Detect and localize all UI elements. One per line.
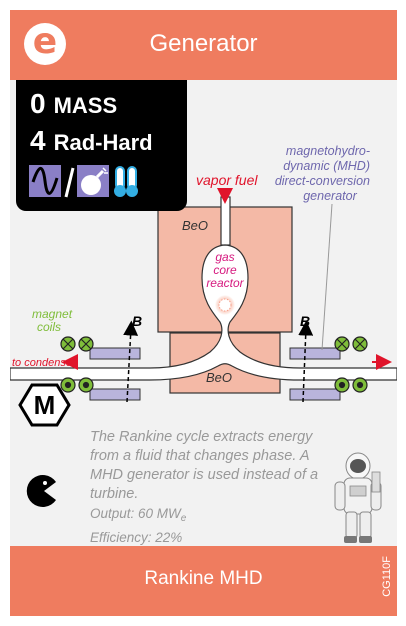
magnetic-field-arrow-right [298,320,314,403]
to-condenser-label: to condenser [12,357,77,369]
mhd-label-line4: generator [303,189,357,203]
pacman-eye [43,481,47,485]
mass-value: 0 [30,88,46,119]
magnet-coils-right-bottom [334,377,368,393]
mhd-label-line2: dynamic (MHD) [283,159,370,173]
beo-bottom-label: BeO [206,370,232,385]
magnetic-field-arrow-left [123,320,139,403]
mhd-coil-right-bottom [289,388,341,401]
thermometer-icon [114,166,138,197]
pacman-icon [26,475,56,507]
stats-box: 0 MASS 4 Rad-Hard [16,80,187,211]
mhd-coil-left-top [89,347,141,360]
card: e Generator [10,10,397,616]
beo-top-label: BeO [182,218,208,233]
mhd-leader-line [321,203,333,351]
field-label-right: B [300,313,310,329]
mhd-coil-right-top [289,347,341,360]
card-header: e Generator [10,10,397,80]
magnet-coils-left-bottom [60,377,94,393]
astronaut-icon [334,452,382,543]
reactor-label-line3: reactor [206,276,244,290]
card-footer: Rankine MHD CG110F [10,546,397,616]
electric-logo-icon: e [24,23,66,65]
radhard-label: Rad-Hard [53,130,153,155]
fuel-inlet-pipe [220,196,231,246]
efficiency-line: Efficiency: 22% [90,530,183,545]
slash-separator [64,167,75,198]
svg-text:M: M [34,390,56,420]
radhard-value: 4 [30,125,46,156]
mhd-coil-left-bottom [89,388,141,401]
field-label-left: B [132,313,142,329]
mass-stat: 0 MASS [30,88,117,120]
mhd-label-line3: direct-conversion [275,174,370,188]
magnet-coils-left-top [60,336,94,352]
mhd-label-line1: magnetohydro- [286,144,370,158]
magnet-coils-right-top [334,336,368,352]
card-code: CG110F [381,556,393,597]
m-hexagon-icon: M [18,383,71,427]
output-subscript: e [180,513,187,524]
radhard-stat: 4 Rad-Hard [30,125,153,157]
reactor-label-line1: gas [215,250,234,264]
card-description: The Rankine cycle extracts energy from a… [90,428,340,547]
description-text: The Rankine cycle extracts energy from a… [90,429,319,502]
mass-label: MASS [53,93,118,118]
card-title: Generator [149,30,258,57]
reactor-channel [10,244,397,381]
card-subtitle: Rankine MHD [144,568,263,589]
magnet-label-line2: coils [37,320,61,334]
generator-type-icons [29,165,138,198]
vapor-fuel-label: vapor fuel [196,172,258,188]
output-line: Output: 60 MWe [90,504,340,528]
magnet-label-line1: magnet [32,307,73,321]
reactor-label-line2: core [213,263,237,277]
output-label: Output: 60 MW [90,506,181,521]
reactor-core [218,298,232,312]
